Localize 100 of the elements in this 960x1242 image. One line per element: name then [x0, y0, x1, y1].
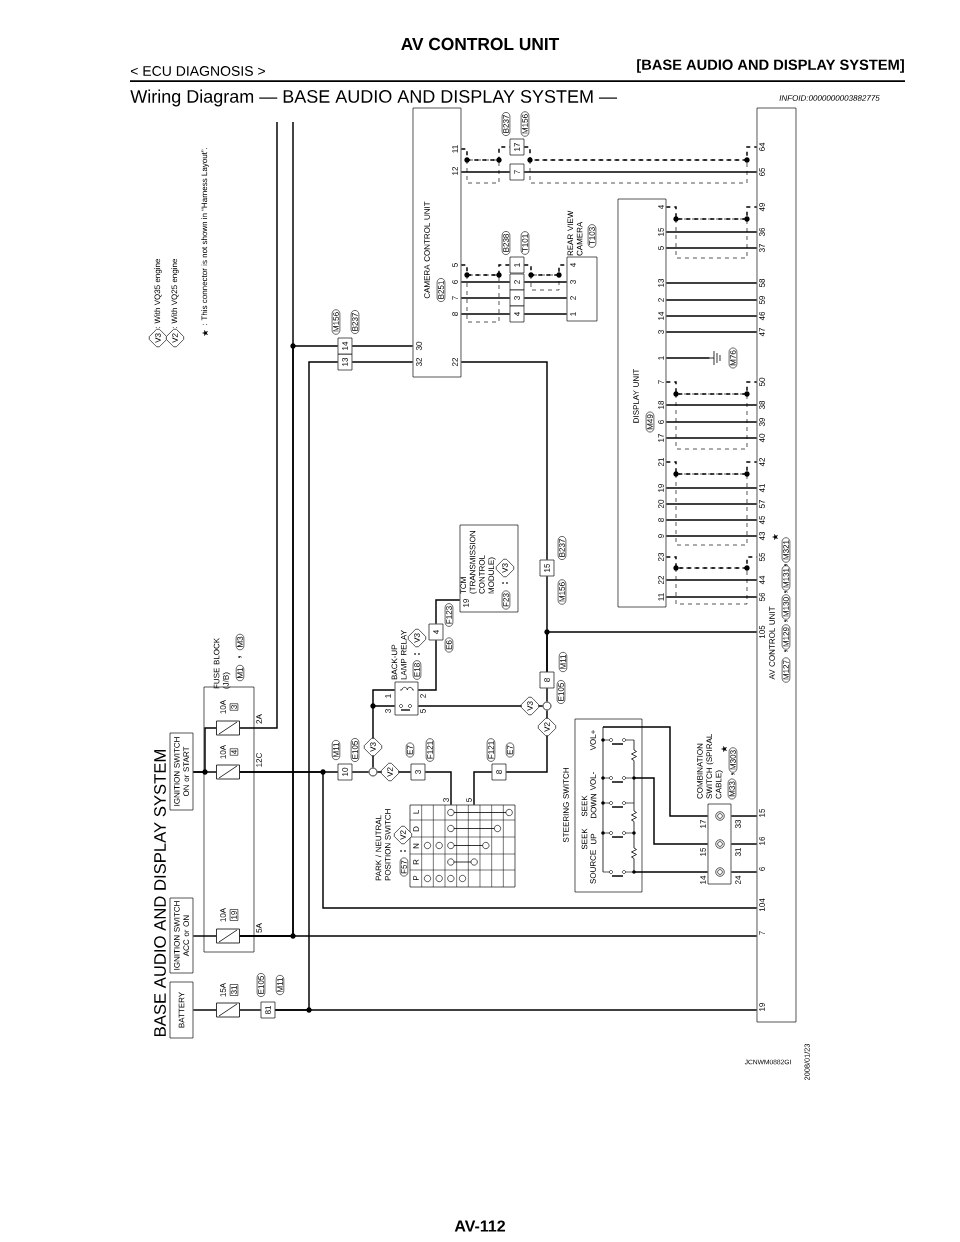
connector-box: 8 — [539, 671, 555, 689]
wire — [665, 437, 758, 439]
pin-number: 19 — [759, 1002, 765, 1011]
connector-label: M11 — [275, 975, 285, 996]
connector-label: B237 — [501, 112, 511, 136]
wire — [460, 171, 511, 173]
shield-wire — [460, 264, 511, 276]
wire — [460, 361, 548, 561]
wire — [665, 247, 758, 249]
pin-number: 2 — [570, 296, 576, 300]
pin-number: 7 — [759, 931, 765, 935]
node-label: 17 — [514, 142, 520, 151]
fuse-symbol — [216, 720, 240, 736]
node-label: 4 — [514, 312, 520, 317]
pin-number: 47 — [759, 327, 765, 337]
shield-wire — [665, 556, 758, 569]
shield-wire — [460, 146, 511, 161]
fuse-rating: 10A — [220, 744, 226, 759]
wire — [376, 771, 412, 773]
variant-tag: V2 — [166, 328, 184, 348]
node-label: 2 — [514, 280, 520, 284]
wire — [239, 121, 278, 729]
connector-box: 81 — [260, 1001, 276, 1019]
pin-number: 3 — [570, 280, 576, 284]
pin-number: 105 — [759, 625, 765, 639]
pin-number: 43 — [759, 531, 765, 541]
wire — [665, 535, 758, 537]
connector-label: B237 — [557, 536, 567, 560]
pin-number: 1 — [658, 356, 664, 360]
connector-label: E105 — [256, 973, 266, 997]
pin-number: 4 — [570, 263, 576, 268]
switch-label: SEEK UP — [581, 828, 597, 850]
wire — [372, 689, 396, 769]
pin-number: 22 — [658, 575, 664, 585]
pin-number: 41 — [759, 483, 765, 493]
pin-number: 15 — [759, 808, 765, 817]
node-label: 14 — [342, 341, 348, 350]
separator: , — [784, 564, 788, 566]
star-mark: ★ — [201, 329, 209, 337]
pin-number: 17 — [658, 433, 664, 442]
wire — [192, 727, 217, 773]
pin-number: 12 — [452, 166, 458, 175]
connector-label: F123 — [444, 603, 454, 627]
wire — [435, 599, 461, 625]
connector-label: T101 — [520, 231, 530, 255]
diagram-heading: Wiring Diagram — BASE AUDIO AND DISPLAY SYSTEM — — [130, 89, 617, 107]
connector-box: 7 17 — [509, 138, 525, 181]
wire — [523, 297, 568, 299]
wire — [665, 503, 758, 505]
wire — [665, 299, 758, 301]
connector-label: E105 — [350, 738, 360, 762]
fuse-rating: 10A — [220, 699, 226, 714]
wire — [424, 771, 452, 806]
pin-number: 8 — [452, 312, 458, 316]
pin-number: 2 — [420, 694, 426, 698]
pin-number: 50 — [759, 377, 765, 387]
connector-box: 3 — [410, 763, 426, 781]
connector-label: M3 — [235, 633, 245, 651]
connector-label: M303 — [728, 747, 738, 773]
pin-number: 12C — [256, 752, 262, 767]
section-tag: < ECU DIAGNOSIS > — [130, 66, 265, 76]
pin-number: 15 — [658, 227, 664, 236]
connector-label: E18 — [412, 660, 422, 680]
connector-label: F121 — [486, 738, 496, 762]
wire — [460, 281, 511, 283]
wire — [633, 777, 709, 845]
separator: , — [238, 656, 242, 658]
wire — [665, 331, 758, 333]
separator: , — [784, 620, 788, 622]
legend-text: : This connector is not shown in “Harness Layout”. — [201, 147, 209, 325]
pin-number: 4 — [658, 205, 664, 210]
connector-box: 15 — [539, 559, 555, 577]
pin-number: 18 — [658, 400, 664, 409]
star-mark: ★ — [720, 745, 728, 753]
wire — [665, 315, 758, 317]
connector-box: 1 2 3 4 — [509, 256, 525, 323]
pin-number: 3 — [443, 798, 449, 802]
wire — [239, 121, 294, 937]
node-label: REAR VIEW CAMERA — [567, 210, 583, 256]
pin-number: 16 — [759, 836, 765, 845]
pin-number: 32 — [416, 357, 422, 367]
separator: , — [731, 773, 735, 775]
connector-label: B237 — [350, 310, 360, 334]
wire — [274, 361, 339, 1011]
node-label: PARK / NEUTRAL POSITION SWITCH — [375, 809, 391, 881]
wire — [523, 171, 758, 173]
pin-number: 38 — [759, 400, 765, 410]
wire — [192, 1009, 217, 1011]
pin-number: 7 — [658, 380, 664, 384]
pin-number: 5A — [256, 923, 262, 933]
gear-position-label: P — [413, 875, 419, 881]
pin-number: 1 — [570, 312, 576, 316]
connector-label: M156 — [520, 111, 530, 137]
pin-number: 56 — [759, 592, 765, 602]
pin-number: 1 — [385, 694, 391, 698]
pin-number: 55 — [759, 552, 765, 562]
wire — [665, 404, 758, 406]
wire — [665, 487, 758, 489]
connector-box: 10 — [337, 763, 353, 781]
fuse-symbol — [216, 1002, 240, 1018]
